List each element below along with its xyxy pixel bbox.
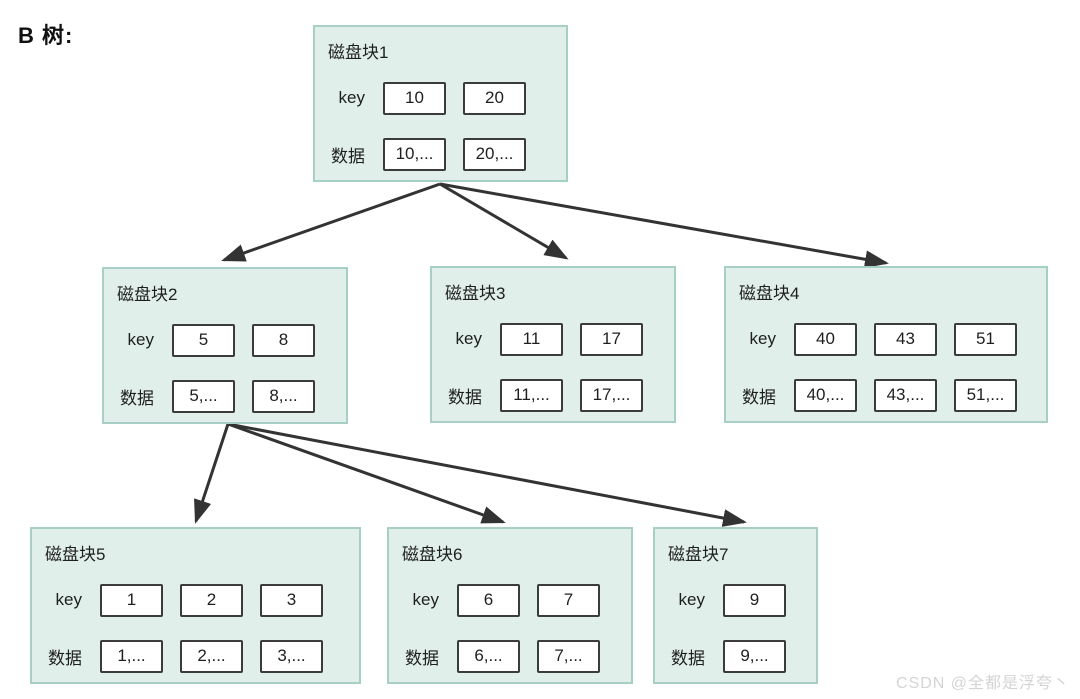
data-cell: 11,... — [500, 378, 563, 412]
csdn-watermark: CSDN @全都是浮夸丶 — [895, 675, 1070, 692]
key-cell: 6 — [457, 583, 520, 617]
edge-block2-block6 — [227, 422, 506, 524]
disk-block-5: 磁盘块5 key 1 2 3 数据 1,... 2,... 3,... — [30, 527, 361, 684]
key-cell: 2 — [180, 583, 243, 617]
data-cell: 43,... — [874, 378, 937, 412]
edge-block2-block7 — [227, 422, 747, 527]
data-row-label: 数据 — [48, 648, 82, 668]
data-row-label: 数据 — [405, 648, 439, 668]
data-row: 数据 10,... 20,... — [315, 137, 566, 171]
data-row: 数据 1,... 2,... 3,... — [32, 639, 359, 673]
key-row-label: key — [55, 590, 82, 609]
node-title: 磁盘块2 — [117, 285, 178, 304]
edge-block2-block5 — [194, 423, 230, 524]
key-cell: 40 — [794, 322, 857, 356]
node-title: 磁盘块4 — [739, 284, 800, 303]
data-cell: 40,... — [794, 378, 857, 412]
key-cell: 9 — [723, 583, 786, 617]
key-cell: 51 — [954, 322, 1017, 356]
disk-block-3: 磁盘块3 key 11 17 数据 11,... 17,... — [430, 266, 676, 423]
key-row: key 6 7 — [389, 583, 631, 617]
node-title: 磁盘块1 — [328, 43, 389, 62]
disk-block-6: 磁盘块6 key 6 7 数据 6,... 7,... — [387, 527, 633, 684]
edge-block1-block2 — [221, 182, 441, 262]
key-cell: 10 — [383, 81, 446, 115]
key-cell: 3 — [260, 583, 323, 617]
data-row-label: 数据 — [331, 146, 365, 166]
key-row: key 1 2 3 — [32, 583, 359, 617]
data-cell: 2,... — [180, 639, 243, 673]
key-cell: 7 — [537, 583, 600, 617]
data-row: 数据 9,... — [655, 639, 816, 673]
data-row-label: 数据 — [742, 387, 776, 407]
data-cell: 9,... — [723, 639, 786, 673]
data-cell: 3,... — [260, 639, 323, 673]
data-row-label: 数据 — [448, 387, 482, 407]
data-row: 数据 6,... 7,... — [389, 639, 631, 673]
data-row-label: 数据 — [120, 388, 154, 408]
data-row: 数据 11,... 17,... — [432, 378, 674, 412]
key-row: key 9 — [655, 583, 816, 617]
key-cell: 1 — [100, 583, 163, 617]
disk-block-4: 磁盘块4 key 40 43 51 数据 40,... 43,... 51,..… — [724, 266, 1048, 423]
node-title: 磁盘块7 — [668, 545, 729, 564]
node-title: 磁盘块6 — [402, 545, 463, 564]
data-cell: 7,... — [537, 639, 600, 673]
data-cell: 10,... — [383, 137, 446, 171]
key-cell: 5 — [172, 323, 235, 357]
edge-block1-block4 — [439, 182, 889, 269]
data-cell: 17,... — [580, 378, 643, 412]
key-row-label: key — [678, 590, 705, 609]
key-cell: 43 — [874, 322, 937, 356]
key-cell: 11 — [500, 322, 563, 356]
data-row: 数据 40,... 43,... 51,... — [726, 378, 1046, 412]
key-row: key 40 43 51 — [726, 322, 1046, 356]
key-row: key 11 17 — [432, 322, 674, 356]
data-row-label: 数据 — [671, 648, 705, 668]
key-row-label: key — [338, 88, 365, 107]
node-title: 磁盘块5 — [45, 545, 106, 564]
data-cell: 5,... — [172, 379, 235, 413]
key-cell: 17 — [580, 322, 643, 356]
data-cell: 6,... — [457, 639, 520, 673]
key-row-label: key — [749, 329, 776, 348]
data-row: 数据 5,... 8,... — [104, 379, 346, 413]
key-row: key 10 20 — [315, 81, 566, 115]
disk-block-1: 磁盘块1 key 10 20 数据 10,... 20,... — [313, 25, 568, 182]
data-cell: 51,... — [954, 378, 1017, 412]
page-title: B 树: — [18, 23, 74, 48]
key-row-label: key — [127, 330, 154, 349]
edge-block1-block3 — [439, 182, 569, 260]
key-row-label: key — [455, 329, 482, 348]
node-title: 磁盘块3 — [445, 284, 506, 303]
data-cell: 1,... — [100, 639, 163, 673]
key-cell: 8 — [252, 323, 315, 357]
key-cell: 20 — [463, 81, 526, 115]
disk-block-7: 磁盘块7 key 9 数据 9,... — [653, 527, 818, 684]
data-cell: 8,... — [252, 379, 315, 413]
disk-block-2: 磁盘块2 key 5 8 数据 5,... 8,... — [102, 267, 348, 424]
key-row: key 5 8 — [104, 323, 346, 357]
key-row-label: key — [412, 590, 439, 609]
data-cell: 20,... — [463, 137, 526, 171]
